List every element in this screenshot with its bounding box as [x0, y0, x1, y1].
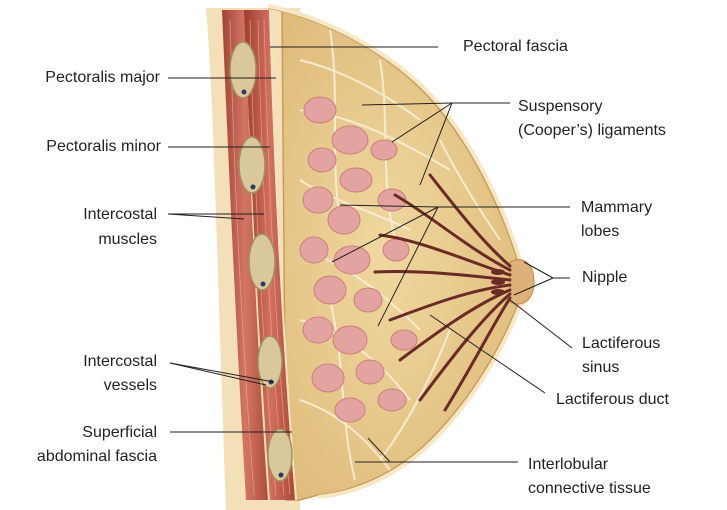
label-intercostal-muscles-line2: muscles [98, 230, 157, 250]
label-mammary-lobes-line1: Mammary [581, 198, 652, 218]
label-intercostal-muscles-line1: Intercostal [83, 205, 157, 225]
label-pectoralis-major: Pectoralis major [45, 68, 160, 88]
label-pectoralis-minor: Pectoralis minor [46, 137, 161, 157]
label-nipple: Nipple [582, 268, 627, 288]
label-lactiferous-sinus-line1: Lactiferous [582, 334, 660, 354]
label-suspensory-line1: Suspensory [518, 97, 603, 117]
label-lactiferous-sinus-line2: sinus [582, 358, 619, 378]
label-lactiferous-duct: Lactiferous duct [556, 390, 669, 410]
label-interlobular-line2: connective tissue [528, 479, 651, 499]
label-superficial-fascia-line1: Superficial [82, 423, 157, 443]
label-intercostal-vessels-line1: Intercostal [83, 352, 157, 372]
label-intercostal-vessels-line2: vessels [104, 376, 157, 396]
label-pectoral-fascia: Pectoral fascia [463, 37, 568, 57]
label-interlobular-line1: Interlobular [528, 455, 608, 475]
label-suspensory-line2: (Cooper’s) ligaments [518, 121, 666, 141]
nipple-shape [510, 260, 534, 304]
lactiferous-sinuses [491, 269, 505, 295]
label-superficial-fascia-line2: abdominal fascia [37, 447, 157, 467]
label-mammary-lobes-line2: lobes [581, 222, 619, 242]
